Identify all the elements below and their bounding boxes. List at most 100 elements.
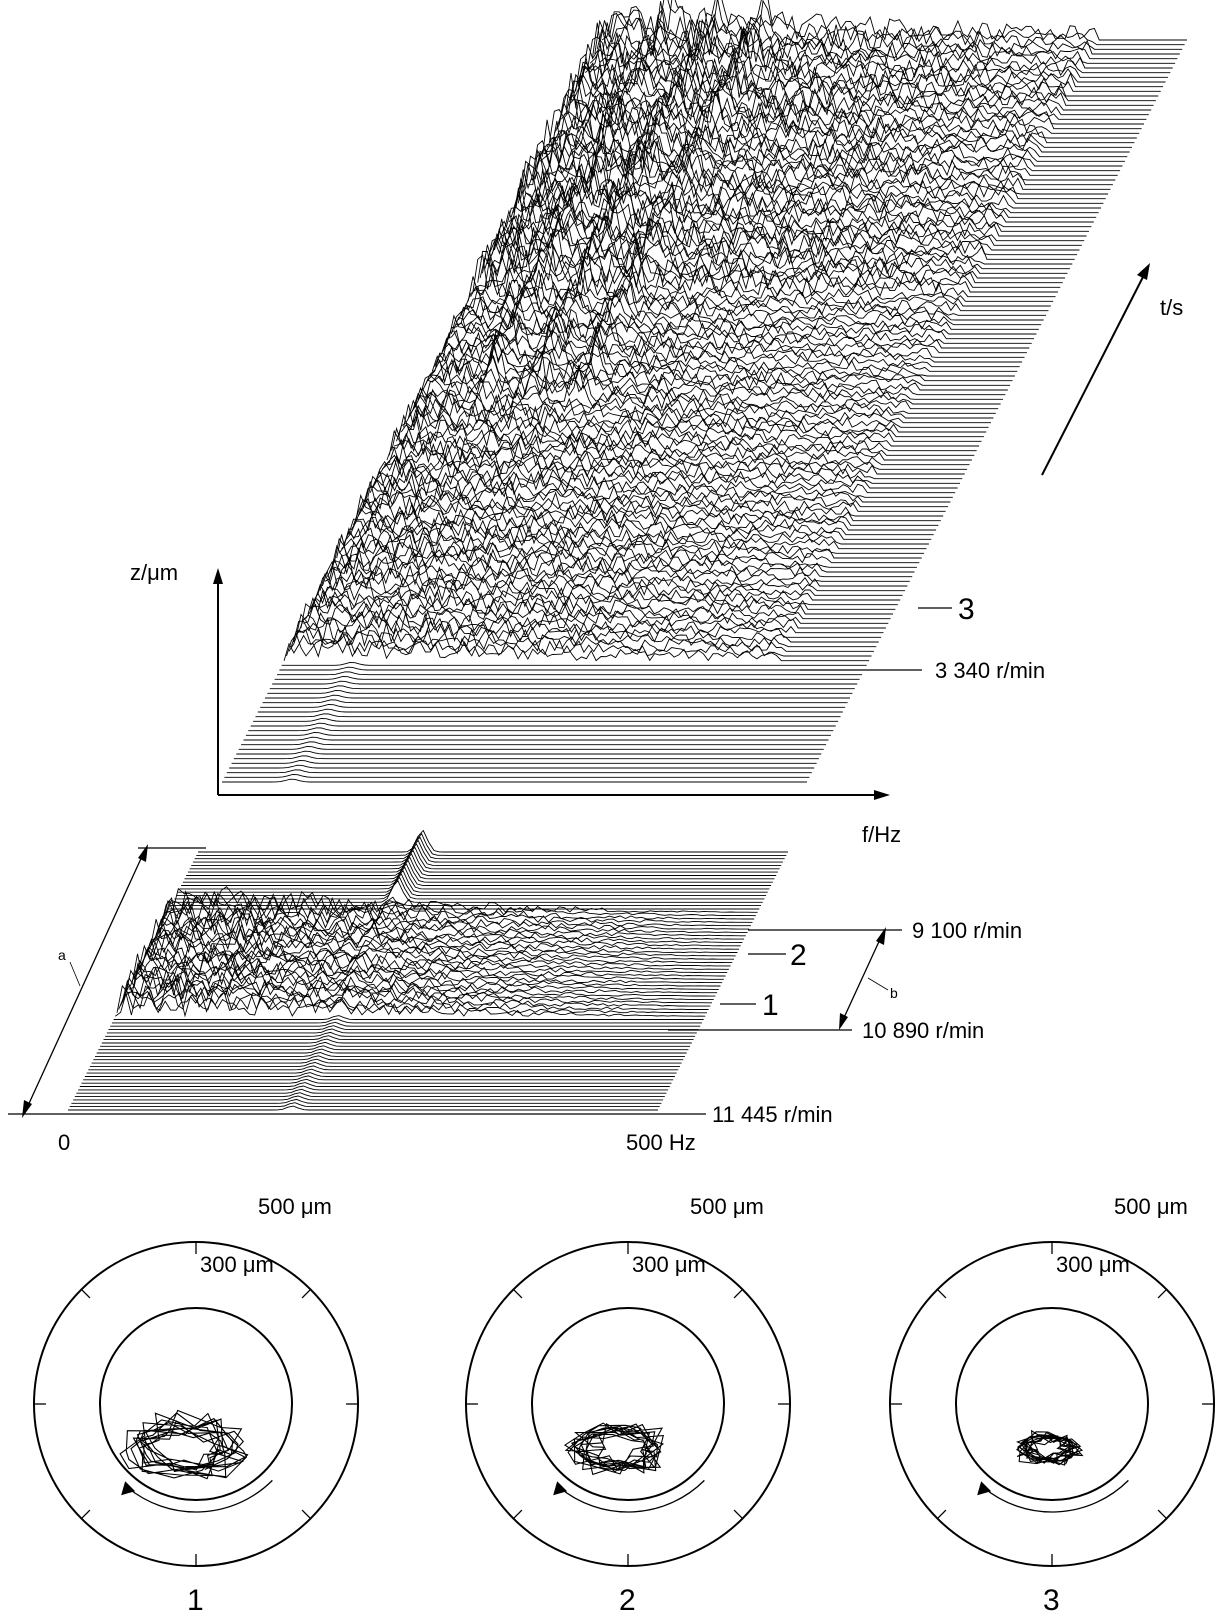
upper-spectrum-trace bbox=[312, 579, 898, 606]
dimension-b bbox=[841, 934, 883, 1023]
upper-spectrum-trace bbox=[479, 222, 1066, 280]
lower-spectrum-trace bbox=[96, 1048, 687, 1054]
upper-spectrum-trace bbox=[343, 520, 929, 546]
upper-spectrum-trace bbox=[594, 14, 1180, 55]
ring-tick bbox=[936, 1509, 947, 1520]
upper-spectrum-trace bbox=[265, 694, 850, 699]
upper-spectrum-trace bbox=[596, 0, 1183, 51]
upper-spectrum-trace bbox=[348, 510, 934, 536]
lower-spectrum-trace bbox=[69, 1102, 660, 1108]
upper-spectrum-trace bbox=[274, 676, 860, 680]
lower-spectrum-trace bbox=[127, 962, 718, 994]
inner-ring bbox=[955, 1307, 1149, 1501]
upper-spectrum-trace bbox=[546, 105, 1132, 149]
upper-spectrum-trace bbox=[501, 191, 1087, 237]
upper-spectrum-trace bbox=[437, 321, 1023, 363]
lower-spectrum-trace bbox=[191, 843, 782, 866]
lower-spectrum-trace bbox=[169, 904, 760, 910]
upper-spectrum-trace bbox=[333, 537, 920, 564]
dimension-a bbox=[25, 851, 145, 1111]
speed-label-3340: 3 340 r/min bbox=[935, 658, 1045, 683]
upper-spectrum-trace bbox=[241, 741, 827, 746]
lower-spectrum-trace bbox=[171, 901, 761, 907]
upper-spectrum-trace bbox=[381, 445, 968, 471]
upper-spectrum-trace bbox=[224, 774, 810, 778]
outer-ring-label: 500 μm bbox=[690, 1194, 764, 1219]
upper-spectrum-trace bbox=[441, 319, 1027, 354]
upper-spectrum-trace bbox=[231, 760, 817, 764]
upper-spectrum-trace bbox=[551, 86, 1137, 139]
upper-spectrum-trace bbox=[472, 247, 1058, 293]
lower-spectrum-trace bbox=[110, 1021, 701, 1027]
orbit-label: 2 bbox=[619, 1584, 636, 1617]
inner-ring-label: 300 μm bbox=[632, 1252, 706, 1277]
lower-spectrum-trace bbox=[100, 1041, 691, 1047]
upper-spectrum-trace bbox=[293, 618, 879, 644]
rotation-arrow bbox=[126, 1479, 273, 1513]
dimension-b-arrow-top bbox=[876, 927, 886, 945]
upper-z-axis-arrow bbox=[213, 568, 223, 584]
upper-spectrum-trace bbox=[369, 468, 956, 494]
lower-spectrum-trace bbox=[182, 859, 773, 883]
upper-spectrum-trace bbox=[417, 364, 1003, 400]
upper-spectrum-trace bbox=[467, 268, 1054, 303]
orbit-plot-2: 500 μm 300 μm 2 bbox=[465, 1194, 791, 1617]
inner-ring bbox=[99, 1307, 293, 1501]
upper-spectrum-trace bbox=[575, 40, 1161, 93]
lower-spectrum-trace bbox=[181, 863, 772, 886]
upper-spectrum-trace bbox=[407, 393, 994, 419]
upper-spectrum-trace bbox=[350, 505, 937, 531]
upper-spectrum-trace bbox=[403, 404, 989, 429]
lower-spectrum-trace bbox=[105, 1031, 696, 1037]
upper-spectrum-trace bbox=[281, 662, 867, 666]
upper-spectrum-trace bbox=[505, 178, 1092, 228]
t-axis-label: t/s bbox=[1160, 295, 1183, 320]
ring-tick bbox=[733, 1288, 744, 1299]
x-tick-0: 0 bbox=[58, 1130, 70, 1155]
lower-spectrum-trace bbox=[111, 1018, 702, 1024]
f-axis-label: f/Hz bbox=[862, 822, 901, 847]
lower-spectrum-trace bbox=[158, 903, 750, 930]
upper-spectrum-trace bbox=[233, 755, 819, 760]
lower-spectrum-trace bbox=[198, 829, 788, 853]
lower-spectrum-trace bbox=[192, 839, 783, 863]
upper-spectrum-trace bbox=[563, 69, 1149, 116]
upper-spectrum-trace bbox=[290, 623, 877, 648]
lower-spectrum-trace bbox=[108, 1025, 699, 1031]
upper-spectrum-trace bbox=[508, 182, 1094, 224]
upper-spectrum-trace bbox=[364, 476, 951, 503]
upper-spectrum-trace bbox=[250, 722, 836, 727]
upper-traces bbox=[222, 0, 1187, 783]
lower-traces bbox=[68, 829, 788, 1111]
upper-spectrum-trace bbox=[475, 245, 1061, 289]
lower-spectrum-trace bbox=[93, 1055, 684, 1061]
upper-spectrum-trace bbox=[570, 57, 1156, 102]
lower-spectrum-trace bbox=[140, 937, 731, 968]
upper-spectrum-trace bbox=[300, 603, 886, 629]
lower-spectrum-trace bbox=[89, 1062, 680, 1067]
lower-spectrum-trace bbox=[78, 1085, 669, 1091]
ring-tick bbox=[512, 1509, 523, 1520]
upper-spectrum-trace bbox=[410, 389, 996, 414]
upper-spectrum-trace bbox=[405, 397, 991, 424]
shaft-orbit-path bbox=[119, 1409, 249, 1480]
upper-spectrum-trace bbox=[236, 750, 822, 755]
outer-ring-label: 500 μm bbox=[1114, 1194, 1188, 1219]
rotation-arrowhead bbox=[121, 1481, 136, 1496]
ring-tick bbox=[512, 1288, 523, 1299]
upper-spectrum-trace bbox=[283, 634, 870, 662]
lower-waterfall: a b 9 100 r/min 10 890 r/min 11 445 r/mi… bbox=[8, 829, 1022, 1155]
lower-spectrum-trace bbox=[88, 1065, 679, 1071]
upper-spectrum-trace bbox=[537, 111, 1123, 167]
speed-label-11445: 11 445 r/min bbox=[712, 1102, 833, 1127]
inner-ring-label: 300 μm bbox=[200, 1252, 274, 1277]
dimension-a-label: a bbox=[58, 947, 66, 963]
ring-tick bbox=[301, 1288, 312, 1299]
rotation-arrow bbox=[558, 1479, 705, 1513]
lower-spectrum-trace bbox=[146, 923, 738, 953]
upper-spectrum-trace bbox=[463, 270, 1049, 312]
lower-spectrum-trace bbox=[162, 896, 753, 923]
lower-spectrum-trace bbox=[172, 879, 763, 903]
lower-spectrum-trace bbox=[113, 1015, 704, 1020]
